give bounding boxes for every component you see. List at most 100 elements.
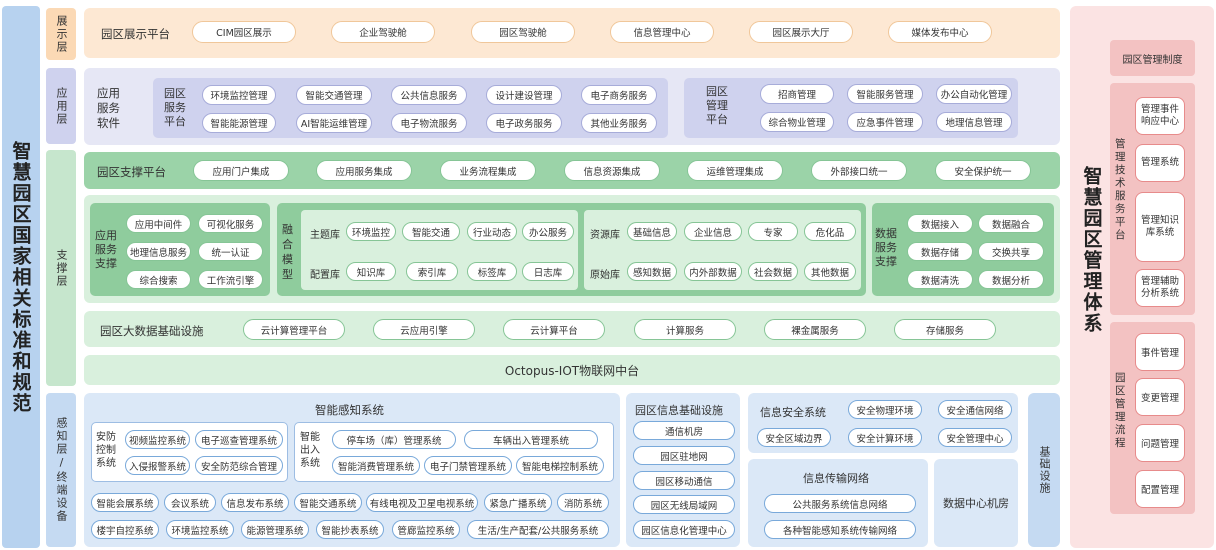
mgmt-item[interactable]: 智能服务管理 (847, 84, 923, 104)
config-item[interactable]: 标签库 (467, 262, 517, 281)
topic-item[interactable]: 智能交通 (402, 222, 460, 241)
display-item[interactable]: 信息管理中心 (610, 21, 714, 43)
topic-item[interactable]: 办公服务 (522, 222, 574, 241)
raw-item[interactable]: 其他数据 (804, 262, 856, 281)
sensing-row1-item[interactable]: 会议系统 (164, 493, 216, 512)
flow-item[interactable]: 问题管理 (1135, 424, 1185, 462)
access-item[interactable]: 电子门禁管理系统 (424, 456, 512, 475)
data-support-item[interactable]: 数据接入 (907, 214, 973, 233)
svc-item[interactable]: 智能能源管理 (202, 113, 276, 133)
data-support-item[interactable]: 数据分析 (978, 270, 1044, 289)
infra-item[interactable]: 园区移动通信 (633, 471, 735, 490)
raw-item[interactable]: 内外部数据 (684, 262, 742, 281)
security-item[interactable]: 入侵报警系统 (125, 456, 190, 475)
svc-item[interactable]: 电子物流服务 (391, 113, 467, 133)
sensing-row1-item[interactable]: 智能交通系统 (294, 493, 362, 512)
access-item[interactable]: 智能电梯控制系统 (516, 456, 604, 475)
sensing-row1-item[interactable]: 有线电视及卫星电视系统 (366, 493, 478, 512)
support-item[interactable]: 安全保护统一 (935, 160, 1031, 181)
flow-item[interactable]: 配置管理 (1135, 470, 1185, 508)
sensing-row1-item[interactable]: 信息发布系统 (221, 493, 289, 512)
resource-item[interactable]: 企业信息 (684, 222, 742, 241)
sensing-row2-item[interactable]: 管廊监控系统 (392, 520, 460, 539)
raw-item[interactable]: 社会数据 (748, 262, 798, 281)
topic-item[interactable]: 行业动态 (467, 222, 517, 241)
support-item[interactable]: 信息资源集成 (564, 160, 660, 181)
mgmt-item[interactable]: 招商管理 (760, 84, 834, 104)
display-item[interactable]: 园区驾驶舱 (471, 21, 575, 43)
svc-item[interactable]: AI智能运维管理 (296, 113, 372, 133)
sensing-row1-item[interactable]: 消防系统 (557, 493, 609, 512)
bigdata-item[interactable]: 云计算平台 (503, 319, 605, 340)
data-support-item[interactable]: 交换共享 (978, 242, 1044, 261)
infosec-item[interactable]: 安全区域边界 (757, 428, 831, 447)
svc-item[interactable]: 电子商务服务 (581, 85, 657, 105)
sensing-row1-item[interactable]: 智能会展系统 (91, 493, 159, 512)
bigdata-item[interactable]: 云应用引擎 (373, 319, 475, 340)
app-support-item[interactable]: 可视化服务 (198, 214, 263, 233)
display-item[interactable]: 企业驾驶舱 (331, 21, 435, 43)
security-item[interactable]: 安全防范综合管理 (195, 456, 283, 475)
display-item[interactable]: CIM园区展示 (192, 21, 296, 43)
resource-item[interactable]: 专家 (748, 222, 798, 241)
support-item[interactable]: 应用门户集成 (193, 160, 289, 181)
transport-item[interactable]: 公共服务系统信息网络 (764, 494, 916, 513)
access-item[interactable]: 车辆出入管理系统 (464, 430, 598, 449)
infra-item[interactable]: 通信机房 (633, 421, 735, 440)
bigdata-item[interactable]: 计算服务 (634, 319, 736, 340)
infra-item[interactable]: 园区信息化管理中心 (633, 520, 735, 539)
svc-item[interactable]: 公共信息服务 (391, 85, 467, 105)
security-item[interactable]: 视频监控系统 (125, 430, 190, 449)
infosec-item[interactable]: 安全通信网络 (938, 400, 1012, 419)
sensing-row2-item[interactable]: 环境监控系统 (166, 520, 234, 539)
app-support-item[interactable]: 统一认证 (198, 242, 263, 261)
flow-item[interactable]: 变更管理 (1135, 378, 1185, 416)
infra-item[interactable]: 园区驻地网 (633, 446, 735, 465)
flow-item[interactable]: 事件管理 (1135, 333, 1185, 371)
infra-item[interactable]: 园区无线局域网 (633, 495, 735, 514)
resource-item[interactable]: 基础信息 (627, 222, 677, 241)
data-support-item[interactable]: 数据存储 (907, 242, 973, 261)
mgmt-item[interactable]: 地理信息管理 (936, 112, 1012, 132)
app-support-item[interactable]: 地理信息服务 (126, 242, 191, 261)
app-support-item[interactable]: 工作流引擎 (198, 270, 263, 289)
app-support-item[interactable]: 综合搜索 (126, 270, 191, 289)
support-item[interactable]: 运维管理集成 (687, 160, 783, 181)
infosec-item[interactable]: 安全计算环境 (848, 428, 922, 447)
sensing-row2-item[interactable]: 能源管理系统 (241, 520, 309, 539)
access-item[interactable]: 智能消费管理系统 (332, 456, 420, 475)
svc-item[interactable]: 设计建设管理 (486, 85, 562, 105)
display-item[interactable]: 园区展示大厅 (749, 21, 853, 43)
tech-item[interactable]: 管理知识库系统 (1135, 192, 1185, 262)
infosec-item[interactable]: 安全管理中心 (938, 428, 1012, 447)
bigdata-item[interactable]: 裸金属服务 (764, 319, 866, 340)
svc-item[interactable]: 智能交通管理 (296, 85, 372, 105)
data-support-item[interactable]: 数据清洗 (907, 270, 973, 289)
security-item[interactable]: 电子巡查管理系统 (195, 430, 283, 449)
infosec-item[interactable]: 安全物理环境 (848, 400, 922, 419)
mgmt-item[interactable]: 综合物业管理 (760, 112, 834, 132)
transport-item[interactable]: 各种智能感知系统传输网络 (764, 520, 916, 539)
display-item[interactable]: 媒体发布中心 (888, 21, 992, 43)
svc-item[interactable]: 电子政务服务 (486, 113, 562, 133)
app-support-item[interactable]: 应用中间件 (126, 214, 191, 233)
support-item[interactable]: 业务流程集成 (440, 160, 536, 181)
resource-item[interactable]: 危化品 (804, 222, 856, 241)
sensing-row2-item[interactable]: 智能抄表系统 (316, 520, 384, 539)
support-item[interactable]: 外部接口统一 (811, 160, 907, 181)
config-item[interactable]: 索引库 (406, 262, 458, 281)
sensing-row2-item[interactable]: 生活/生产配套/公共服务系统 (467, 520, 609, 539)
config-item[interactable]: 日志库 (522, 262, 574, 281)
sensing-row2-item[interactable]: 楼宇自控系统 (91, 520, 159, 539)
topic-item[interactable]: 环境监控 (346, 222, 396, 241)
tech-item[interactable]: 管理事件响应中心 (1135, 97, 1185, 135)
bigdata-item[interactable]: 存储服务 (894, 319, 996, 340)
tech-item[interactable]: 管理系统 (1135, 144, 1185, 182)
support-item[interactable]: 应用服务集成 (316, 160, 412, 181)
svc-item[interactable]: 其他业务服务 (581, 113, 657, 133)
raw-item[interactable]: 感知数据 (627, 262, 677, 281)
tech-item[interactable]: 管理辅助分析系统 (1135, 269, 1185, 307)
access-item[interactable]: 停车场（库）管理系统 (332, 430, 456, 449)
config-item[interactable]: 知识库 (346, 262, 396, 281)
svc-item[interactable]: 环境监控管理 (202, 85, 276, 105)
